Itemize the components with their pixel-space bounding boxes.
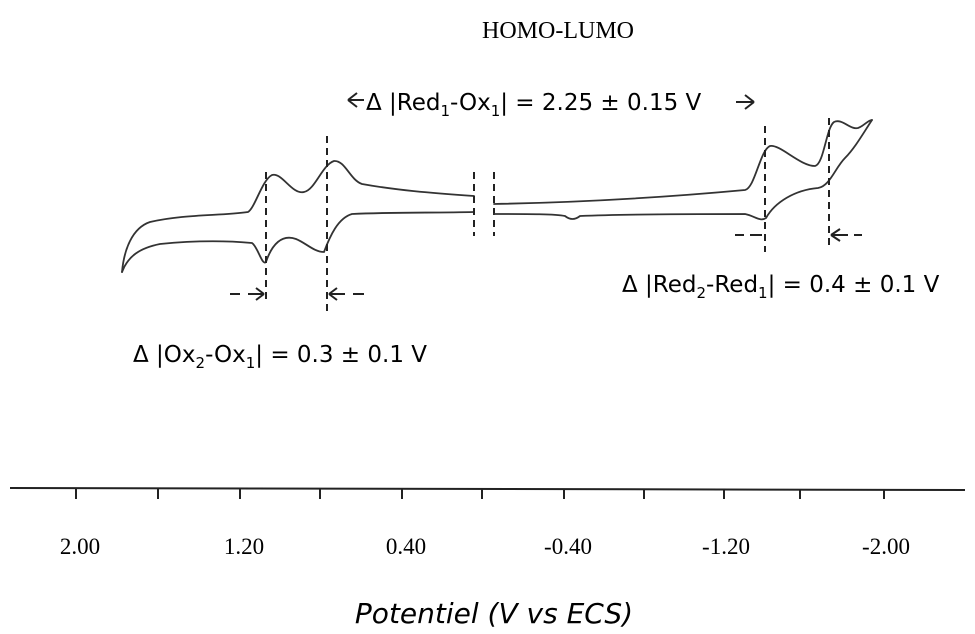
red1-ox1-label: Δ |Red1-Ox1| = 2.25 ± 0.15 V bbox=[366, 90, 702, 120]
diagram-title: HOMO-LUMO bbox=[482, 18, 634, 44]
cv-curve-right-lower bbox=[493, 119, 873, 221]
red1-ox1-left-arrow-icon bbox=[347, 92, 364, 108]
axis-tick-label: -2.00 bbox=[862, 534, 910, 559]
red2-red1-label: Δ |Red2-Red1| = 0.4 ± 0.1 V bbox=[622, 272, 940, 302]
ox1-arrow-icon bbox=[230, 287, 265, 301]
axis-tick-label: -0.40 bbox=[544, 534, 592, 559]
potential-axis-line bbox=[9, 487, 966, 491]
ox2-ox1-label: Δ |Ox2-Ox1| = 0.3 ± 0.1 V bbox=[133, 342, 427, 372]
cv-curve-left-upper bbox=[121, 160, 475, 273]
axis-tick-label: 0.40 bbox=[386, 534, 426, 559]
axis-tick-label: 1.20 bbox=[224, 534, 264, 559]
axis-label: Potentiel (V vs ECS) bbox=[355, 597, 633, 630]
axis-tick-label: 2.00 bbox=[60, 534, 100, 559]
red2-arrow-icon bbox=[830, 228, 862, 242]
axis-ticks bbox=[75, 489, 885, 499]
axis-tick-label: -1.20 bbox=[702, 534, 750, 559]
ox2-arrow-icon bbox=[328, 287, 364, 301]
red1-ox1-right-arrow-icon bbox=[736, 94, 755, 110]
cv-curve-right-upper bbox=[493, 119, 873, 205]
cv-curve-left-lower bbox=[121, 211, 475, 273]
